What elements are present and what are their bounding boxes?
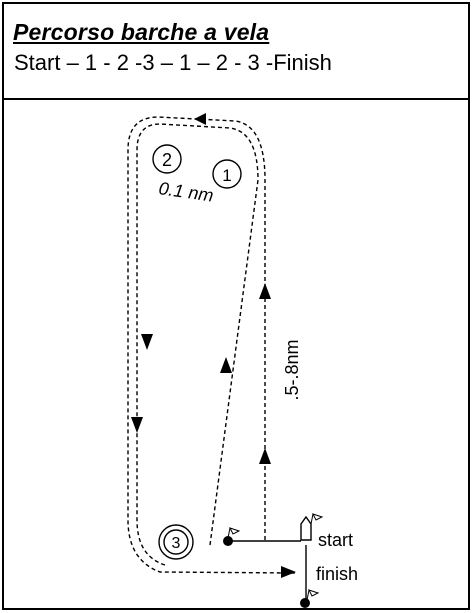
mark-1-label: 1 bbox=[222, 166, 231, 185]
arrow-down-outer bbox=[131, 417, 143, 433]
finish-label: finish bbox=[316, 564, 358, 584]
course-outer-loop bbox=[127, 116, 296, 574]
arrow-up-upper bbox=[259, 283, 271, 299]
arrow-down-inner bbox=[141, 334, 153, 350]
arrow-left-top bbox=[194, 113, 206, 125]
course-sequence: Start – 1 - 2 -3 – 1 – 2 - 3 -Finish bbox=[14, 50, 332, 75]
distance-long-label: .5-.8nm bbox=[282, 339, 302, 400]
mark-3-label: 3 bbox=[172, 535, 181, 552]
course-title: Percorso barche a vela bbox=[13, 19, 270, 45]
finish-line bbox=[300, 545, 320, 608]
mark-1: 1 bbox=[212, 159, 242, 189]
card-border bbox=[2, 2, 470, 610]
start-label: start bbox=[318, 530, 353, 550]
distance-short-label: 0.1 nm bbox=[157, 178, 214, 205]
mark-3: 3 bbox=[158, 524, 194, 560]
start-line bbox=[223, 527, 301, 546]
mark-2-label: 2 bbox=[162, 150, 172, 170]
arrow-right-finish bbox=[281, 566, 296, 578]
course-inner-loop bbox=[136, 123, 259, 566]
committee-boat bbox=[300, 513, 324, 541]
mark-2: 2 bbox=[152, 144, 182, 174]
arrow-up-lower bbox=[259, 448, 271, 464]
header-panel: Percorso barche a vela Start – 1 - 2 -3 … bbox=[2, 2, 470, 100]
arrow-up-inner bbox=[220, 357, 232, 373]
